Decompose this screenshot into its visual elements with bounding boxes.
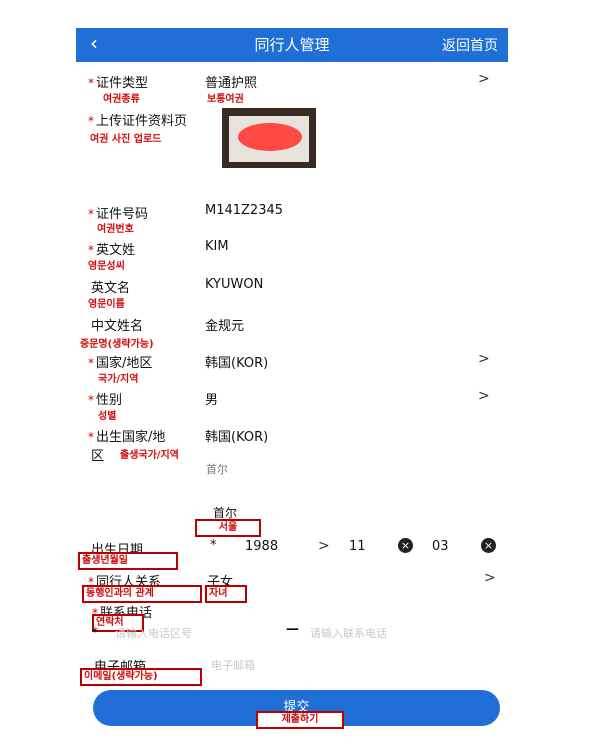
required-mark: * bbox=[88, 393, 94, 407]
doc-type-ko-value: 보통여권 bbox=[207, 94, 244, 105]
doc-type-label-text: 证件类型 bbox=[96, 76, 149, 91]
email-ko-label: 이메일(생략가능) bbox=[80, 668, 202, 686]
required-mark: * bbox=[88, 114, 94, 128]
birth-year-value[interactable]: 1988 bbox=[245, 539, 279, 554]
birth-city-faded: 首尔 bbox=[206, 463, 228, 476]
email-input[interactable]: 电子邮箱 bbox=[211, 659, 255, 672]
relation-ko-value: 자녀 bbox=[205, 585, 247, 603]
en-surname-label: *英文姓 bbox=[88, 239, 135, 258]
upload-label-text: 上传证件资料页 bbox=[96, 114, 188, 129]
cn-name-label: 中文姓名 bbox=[91, 319, 144, 334]
country-value[interactable]: 韩国(KOR) bbox=[205, 356, 269, 371]
required-mark: * bbox=[88, 356, 94, 370]
gender-label: *性别 bbox=[88, 389, 122, 408]
required-mark: * bbox=[88, 243, 94, 257]
phone-ko-label: 연락처 bbox=[92, 614, 144, 632]
doc-type-label: *证件类型 bbox=[88, 72, 148, 91]
required-mark: * bbox=[88, 76, 94, 90]
en-given-value[interactable]: KYUWON bbox=[205, 277, 264, 292]
required-mark: * bbox=[88, 575, 94, 589]
birth-country-value[interactable]: 韩国(KOR) bbox=[205, 430, 269, 445]
country-ko-label: 국가/지역 bbox=[98, 374, 139, 385]
doc-type-value[interactable]: 普通护照 bbox=[205, 76, 258, 91]
back-icon[interactable]: ‹ bbox=[90, 31, 98, 55]
app-header: ‹ 同行人管理 返回首页 bbox=[76, 28, 508, 62]
home-link[interactable]: 返回首页 bbox=[442, 38, 498, 54]
phone-separator: — bbox=[286, 622, 299, 637]
relation-ko-label: 동행인과의 관계 bbox=[82, 585, 202, 603]
upload-ko-label: 여권 사진 업로드 bbox=[90, 134, 162, 145]
required-mark: * bbox=[92, 606, 98, 620]
birth-country-ko-label: 출생국가/지역 bbox=[120, 450, 179, 461]
en-surname-label-text: 英文姓 bbox=[96, 243, 136, 258]
en-given-ko-label: 영문이름 bbox=[88, 299, 125, 310]
phone-number-input[interactable]: 请输入联系电话 bbox=[310, 627, 387, 640]
doc-number-label-text: 证件号码 bbox=[96, 207, 149, 222]
chevron-right-icon[interactable]: > bbox=[478, 351, 490, 367]
doc-type-ko-label: 여권종류 bbox=[103, 94, 140, 105]
birth-day-value[interactable]: 03 bbox=[432, 539, 449, 554]
birth-date-ko-label: 출생년월일 bbox=[78, 552, 178, 570]
chevron-right-icon[interactable]: > bbox=[478, 71, 490, 87]
required-mark: * bbox=[88, 430, 94, 444]
doc-number-label: *证件号码 bbox=[88, 203, 148, 222]
passport-photo-thumbnail[interactable] bbox=[222, 108, 316, 168]
birth-country-label-text: 出生国家/地 bbox=[96, 430, 166, 445]
required-mark: * bbox=[88, 207, 94, 221]
cn-name-value[interactable]: 金规元 bbox=[205, 319, 245, 334]
page-title: 同行人管理 bbox=[254, 36, 330, 54]
redaction-blob bbox=[238, 123, 302, 151]
en-surname-value[interactable]: KIM bbox=[205, 239, 229, 254]
phone-star: * bbox=[92, 625, 98, 639]
submit-ko-label: 제출하기 bbox=[256, 711, 344, 729]
chevron-right-icon[interactable]: > bbox=[484, 570, 496, 586]
birth-date-star: * bbox=[210, 538, 217, 553]
en-surname-ko-label: 영문성씨 bbox=[88, 261, 125, 272]
en-given-label: 英文名 bbox=[91, 281, 131, 296]
birth-country-label-cont: 区 bbox=[91, 449, 105, 464]
birth-month-value[interactable]: 11 bbox=[349, 539, 366, 554]
birth-city-value[interactable]: 首尔 bbox=[213, 506, 238, 520]
gender-value[interactable]: 男 bbox=[205, 393, 219, 408]
country-label-text: 国家/地区 bbox=[96, 356, 153, 371]
doc-number-ko-label: 여권번호 bbox=[97, 224, 134, 235]
upload-label: *上传证件资料页 bbox=[88, 110, 187, 129]
clear-icon[interactable]: × bbox=[481, 538, 496, 553]
gender-label-text: 性别 bbox=[96, 393, 123, 408]
cn-name-ko-label: 중문명(생략가능) bbox=[80, 339, 154, 350]
gender-ko-label: 성별 bbox=[98, 411, 117, 422]
birth-city-ko-value: 서울 bbox=[195, 519, 261, 537]
chevron-right-icon[interactable]: > bbox=[478, 388, 490, 404]
phone-area-code-input[interactable]: 请输入电话区号 bbox=[115, 627, 192, 640]
birth-country-label: *出生国家/地 bbox=[88, 426, 165, 445]
doc-number-value[interactable]: M141Z2345 bbox=[205, 203, 284, 218]
clear-icon[interactable]: × bbox=[398, 538, 413, 553]
country-label: *国家/地区 bbox=[88, 352, 152, 371]
chevron-right-icon[interactable]: > bbox=[318, 538, 330, 554]
